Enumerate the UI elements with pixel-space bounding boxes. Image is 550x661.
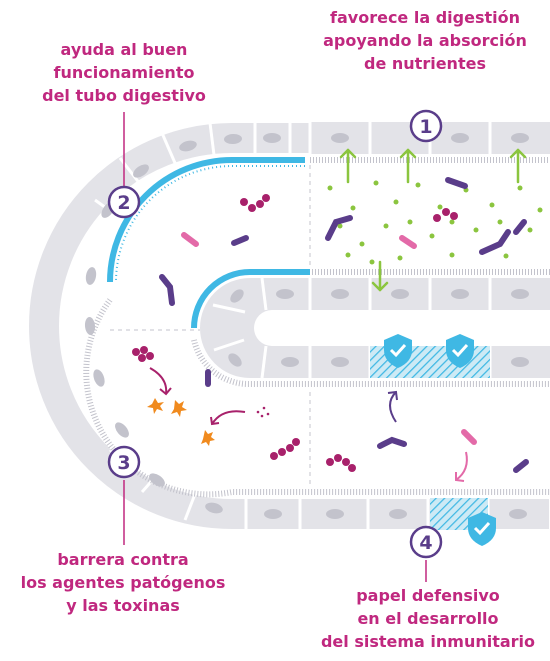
toxin-icon <box>147 398 215 446</box>
marker-1: 1 <box>409 109 443 143</box>
svg-text:3: 3 <box>117 452 130 474</box>
outer-intestinal-wall <box>27 121 550 531</box>
immune-defense-area <box>326 334 529 546</box>
label-digestion: favorece la digestión apoyando la absorc… <box>323 8 527 73</box>
shield-check-icon <box>446 334 474 368</box>
shield-check-icon <box>468 512 496 546</box>
pathogen-barrier-area <box>132 346 300 460</box>
marker-3: 3 <box>107 445 141 479</box>
label-digestive-tract: ayuda al buen funcionamiento del tubo di… <box>42 40 206 105</box>
svg-text:2: 2 <box>117 192 130 214</box>
nutrient-absorption-area <box>325 148 543 292</box>
marker-4: 4 <box>409 525 443 559</box>
svg-text:4: 4 <box>419 532 432 554</box>
svg-text:1: 1 <box>419 116 432 138</box>
upper-lumen-bacteria <box>159 194 270 306</box>
shield-check-icon <box>384 334 412 368</box>
marker-2: 2 <box>107 185 141 219</box>
label-pathogen-barrier: barrera contra los agentes patógenos y l… <box>20 550 226 615</box>
label-immune-system: papel defensivo en el desarrollo del sis… <box>320 586 536 651</box>
